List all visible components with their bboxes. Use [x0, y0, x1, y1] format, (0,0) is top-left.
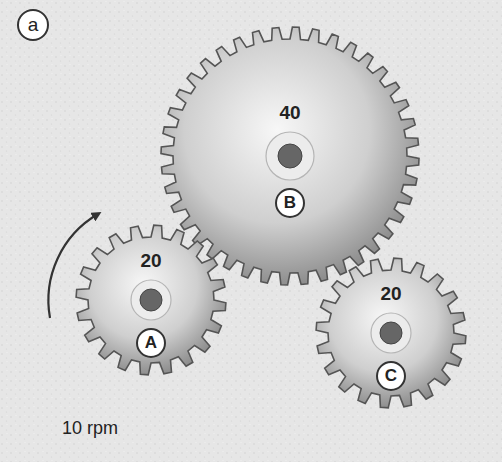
- gear-letter: C: [376, 361, 406, 391]
- gear-letter: B: [275, 188, 305, 218]
- tooth-count: 20: [380, 283, 401, 305]
- figure-letter: a: [17, 9, 49, 41]
- gear: 20C: [315, 257, 467, 409]
- tooth-count: 20: [140, 250, 161, 272]
- gear-letter: A: [136, 328, 166, 358]
- gear: 20A: [75, 224, 227, 376]
- speed-label: 10 rpm: [62, 418, 118, 439]
- tooth-count: 40: [279, 102, 300, 124]
